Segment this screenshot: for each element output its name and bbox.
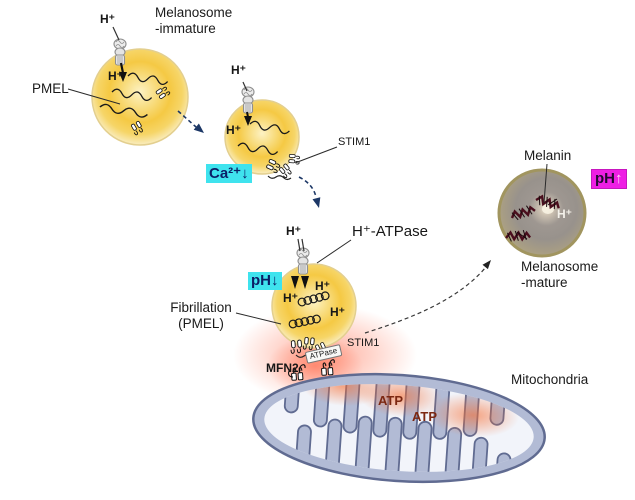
maturation-arrow-1: [177, 110, 204, 133]
melanin-pointer-line: [543, 163, 548, 204]
proton-pump-icon: [113, 38, 127, 66]
stim1-label: STIM1: [338, 136, 371, 148]
mfn2-label: MFN2: [266, 361, 299, 375]
melanosome-immature-label: Melanosome -immature: [155, 5, 233, 36]
h-plus-label: H⁺: [283, 291, 298, 305]
h-atpase-pointer-line: [316, 239, 352, 264]
atp-label: ATP: [378, 393, 404, 408]
proton-entry-line: [242, 81, 248, 92]
h-plus-label: H⁺: [100, 12, 115, 26]
mitochondrion: [252, 372, 546, 484]
tether-curls: [299, 359, 335, 372]
h-plus-label: H⁺: [315, 279, 330, 293]
proton-arrowhead: [291, 276, 299, 289]
proton-entry-lines: [297, 238, 305, 252]
maturation-arrow-2: [298, 176, 321, 208]
proton-arrowhead: [119, 72, 127, 82]
proton-arrowhead: [301, 276, 309, 289]
melanin-label: Melanin: [524, 148, 572, 163]
melanosome-immature-vesicle: [67, 26, 189, 146]
mfn2-tethers: [288, 359, 335, 381]
h-atpase-pump-icon: [296, 247, 310, 275]
melanosome-fibrillation-vesicle: [235, 238, 357, 359]
mitochondria-label: Mitochondria: [511, 372, 589, 387]
calcium-decrease-badge: Ca²⁺↓: [206, 164, 252, 183]
h-plus-label: H⁺: [108, 69, 123, 83]
protein-scribble: [267, 175, 292, 181]
h-plus-label: H⁺: [557, 207, 572, 221]
stim1-label: STIM1: [347, 337, 380, 349]
up-arrow-icon: ↑: [615, 170, 623, 187]
mfn2-link-curl: [288, 368, 294, 378]
fibrillation-pointer-line: [235, 312, 282, 325]
melanosome-mature-label: Melanosome -mature: [521, 259, 599, 290]
h-plus-label: H⁺: [330, 305, 345, 319]
proton-entry-line: [112, 26, 120, 41]
melanosome-intermediate-vesicle: [224, 81, 338, 181]
atp-label: ATP: [412, 409, 438, 424]
h-plus-label: H⁺: [286, 224, 301, 238]
pmel-label: PMEL: [32, 81, 69, 96]
ph-decrease-badge: pH↓: [248, 272, 282, 290]
h-atpase-label: H⁺-ATPase: [352, 223, 428, 240]
proton-arrowhead: [244, 116, 252, 126]
pmel-pointer-line: [67, 88, 121, 105]
ph-text: pH: [595, 170, 615, 187]
fibrillation-label: Fibrillation (PMEL): [170, 300, 232, 331]
melanosome-mature-vesicle: [497, 163, 587, 258]
h-plus-label: H⁺: [231, 63, 246, 77]
melanin-spikes: [516, 198, 558, 240]
ph-increase-badge: pH↑: [591, 169, 627, 189]
stim1-protein-icon: [288, 153, 301, 165]
h-plus-label: H⁺: [226, 123, 241, 137]
proton-arrow-stem: [119, 62, 125, 74]
proton-pump-icon: [241, 86, 255, 114]
stim1-pointer-line: [294, 146, 338, 164]
maturation-arrow-3: [364, 260, 491, 334]
